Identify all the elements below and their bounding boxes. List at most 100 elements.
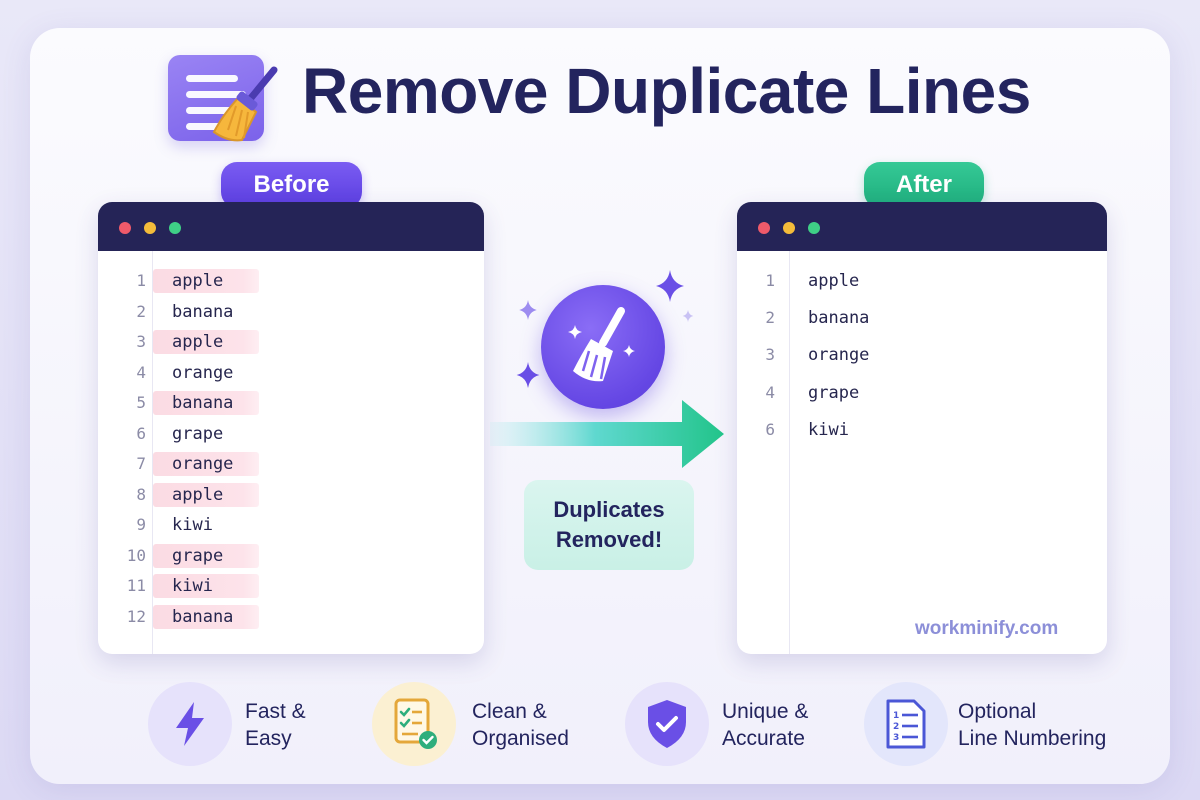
- code-line: 5 banana: [98, 391, 484, 415]
- duplicates-removed-badge: Duplicates Removed!: [524, 480, 694, 570]
- broom-icon: [568, 307, 635, 382]
- sparkle-icon: [682, 310, 694, 322]
- line-number: 8: [136, 484, 146, 504]
- feature-label: Fast &Easy: [245, 700, 306, 750]
- code-line: 2 banana: [98, 300, 484, 324]
- code-line: 9 kiwi: [98, 513, 484, 537]
- code-line: 3 apple: [98, 330, 484, 354]
- feature-label: Clean &Organised: [472, 700, 569, 750]
- line-number: 9: [136, 515, 146, 534]
- page-title: Remove Duplicate Lines: [302, 55, 1031, 127]
- line-number: 6: [136, 423, 146, 443]
- code-line: 11 kiwi: [98, 574, 484, 598]
- line-gutter: [152, 251, 153, 654]
- line-number: 4: [136, 362, 146, 382]
- status-line-1: Duplicates: [553, 497, 665, 522]
- duplicate-highlight: [153, 574, 259, 598]
- code-line: 3 orange: [737, 343, 1107, 367]
- line-number: 2: [765, 308, 775, 328]
- line-number: 11: [126, 576, 146, 595]
- code-line: 4 orange: [98, 361, 484, 385]
- maximize-window-dot[interactable]: [169, 222, 181, 234]
- line-text: orange: [172, 362, 234, 383]
- line-text: apple: [172, 271, 224, 291]
- after-label: After: [864, 162, 984, 208]
- code-line: 1 apple: [737, 269, 1107, 293]
- line-text: orange: [172, 454, 234, 474]
- line-number: 10: [126, 545, 146, 565]
- line-text: kiwi: [172, 515, 213, 535]
- after-editor: 1 apple 2 banana 3 orange 4 grape 6 kiwi: [737, 202, 1107, 654]
- line-text: banana: [808, 308, 870, 329]
- line-text: apple: [808, 271, 860, 291]
- line-number: 7: [136, 454, 146, 473]
- line-number: 4: [765, 382, 775, 402]
- arrow-right-icon: [490, 400, 724, 468]
- line-text: kiwi: [172, 576, 213, 596]
- line-text: banana: [172, 301, 234, 322]
- lightning-icon: [176, 702, 204, 746]
- code-line: 1 apple: [98, 269, 484, 293]
- close-window-dot[interactable]: [758, 222, 770, 234]
- line-text: apple: [172, 484, 224, 505]
- line-text: apple: [172, 332, 224, 352]
- duplicate-highlight: [153, 482, 259, 507]
- code-line: 8 apple: [98, 482, 484, 507]
- fast-easy-feature: [148, 682, 232, 766]
- line-numbering-feature: 1 2 3: [864, 682, 948, 766]
- line-text: grape: [172, 545, 224, 566]
- sparkle-icon: [519, 300, 537, 320]
- line-text: grape: [172, 423, 224, 444]
- line-text: banana: [172, 393, 234, 413]
- shield-check-icon: [648, 700, 686, 748]
- before-editor: 1 apple 2 banana 3 apple 4 orange 5 banana 6 grape 7…: [98, 202, 484, 654]
- code-line: 6 kiwi: [737, 418, 1107, 442]
- line-number: 1: [765, 271, 775, 290]
- line-number: 1: [136, 271, 146, 290]
- before-label: Before: [221, 162, 362, 208]
- editor-titlebar: [98, 202, 484, 251]
- clean-broom-button[interactable]: [541, 285, 665, 409]
- line-text: orange: [808, 345, 870, 366]
- svg-text:2: 2: [893, 722, 899, 732]
- checklist-icon: [394, 698, 437, 749]
- line-number: 6: [765, 419, 775, 439]
- line-number: 3: [765, 345, 775, 365]
- line-gutter: [789, 251, 790, 654]
- sparkle-icon: [656, 270, 684, 302]
- code-line: 12 banana: [98, 604, 484, 629]
- watermark: workminify.com: [915, 618, 1059, 639]
- line-number: 5: [136, 393, 146, 412]
- duplicate-highlight: [153, 391, 259, 415]
- duplicate-highlight: [153, 452, 259, 476]
- sparkle-icon: [516, 362, 540, 388]
- status-line-2: Removed!: [555, 527, 663, 552]
- minimize-window-dot[interactable]: [144, 222, 156, 234]
- line-text: kiwi: [808, 419, 849, 440]
- line-number: 2: [136, 301, 146, 321]
- feature-label: Unique &Accurate: [722, 700, 809, 750]
- minimize-window-dot[interactable]: [783, 222, 795, 234]
- duplicate-highlight: [153, 543, 259, 568]
- unique-accurate-feature: [625, 682, 709, 766]
- numbered-document-icon: 1 2 3: [886, 699, 926, 749]
- svg-text:1: 1: [893, 711, 899, 721]
- line-text: grape: [808, 382, 860, 403]
- code-line: 6 grape: [98, 422, 484, 446]
- editor-titlebar: [737, 202, 1107, 251]
- maximize-window-dot[interactable]: [808, 222, 820, 234]
- line-number: 12: [126, 606, 146, 626]
- close-window-dot[interactable]: [119, 222, 131, 234]
- code-line: 7 orange: [98, 452, 484, 476]
- duplicate-highlight: [153, 330, 259, 354]
- code-line: 4 grape: [737, 381, 1107, 405]
- svg-text:3: 3: [893, 733, 899, 743]
- code-line: 2 banana: [737, 306, 1107, 330]
- clean-organised-feature: [372, 682, 456, 766]
- code-line: 10 grape: [98, 543, 484, 568]
- line-number: 3: [136, 332, 146, 351]
- duplicate-highlight: [153, 269, 259, 293]
- broom-icon: [212, 66, 278, 142]
- line-text: banana: [172, 606, 234, 627]
